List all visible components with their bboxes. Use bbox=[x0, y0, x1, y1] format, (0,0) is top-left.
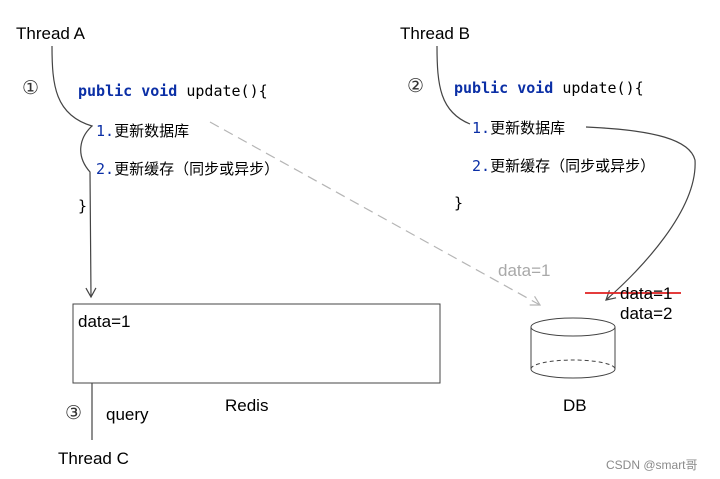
code-b-keyword-void: void bbox=[517, 79, 554, 97]
stale-write-label: data=1 bbox=[498, 261, 551, 280]
redis-label: Redis bbox=[225, 396, 269, 415]
code-b-line-2: 2.更新缓存（同步或异步） bbox=[472, 155, 655, 176]
step-one-marker: ① bbox=[22, 77, 40, 99]
redis-box bbox=[72, 303, 441, 384]
code-a-line-2: 2.更新缓存（同步或异步） bbox=[96, 158, 279, 179]
code-a-line-1-text: 更新数据库 bbox=[114, 122, 190, 140]
watermark: CSDN @smart哥 bbox=[606, 458, 698, 472]
thread-a-stale-db-write-line bbox=[209, 121, 542, 306]
thread-a-flow-line bbox=[51, 45, 97, 299]
code-a-line-2-number: 2. bbox=[96, 160, 115, 178]
query-label: query bbox=[106, 405, 149, 424]
code-a-close-brace: } bbox=[78, 197, 88, 215]
db-label: DB bbox=[563, 396, 587, 415]
step-two-marker: ② bbox=[407, 75, 425, 97]
code-b-keyword-public: public bbox=[454, 79, 509, 97]
code-b-close-brace: } bbox=[454, 194, 464, 212]
code-a-line-1: 1.更新数据库 bbox=[96, 120, 189, 141]
code-b-signature: public void update(){ bbox=[454, 79, 644, 97]
thread-b-label: Thread B bbox=[400, 24, 470, 43]
code-b-line-1: 1.更新数据库 bbox=[472, 117, 565, 138]
thread-a-label: Thread A bbox=[16, 24, 85, 43]
thread-b-flow-line bbox=[436, 45, 471, 125]
step-three-marker: ③ bbox=[65, 402, 83, 424]
thread-c-label: Thread C bbox=[58, 449, 129, 468]
redis-value: data=1 bbox=[78, 312, 131, 331]
code-a-method: update(){ bbox=[186, 82, 268, 100]
code-a-keyword-void: void bbox=[141, 82, 178, 100]
db-new-value: data=2 bbox=[620, 304, 673, 323]
code-a-line-2-text: 更新缓存（同步或异步） bbox=[114, 160, 280, 178]
code-b-line-2-text: 更新缓存（同步或异步） bbox=[490, 157, 656, 175]
code-b-line-1-text: 更新数据库 bbox=[490, 119, 566, 137]
code-a-keyword-public: public bbox=[78, 82, 133, 100]
db-old-value: data=1 bbox=[620, 284, 673, 303]
code-b-line-2-number: 2. bbox=[472, 157, 491, 175]
thread-b-db-write-line bbox=[585, 126, 696, 301]
db-cylinder-icon bbox=[530, 317, 616, 379]
code-a-line-1-number: 1. bbox=[96, 122, 115, 140]
code-a-signature: public void update(){ bbox=[78, 82, 268, 100]
code-b-line-1-number: 1. bbox=[472, 119, 491, 137]
code-b-method: update(){ bbox=[562, 79, 644, 97]
